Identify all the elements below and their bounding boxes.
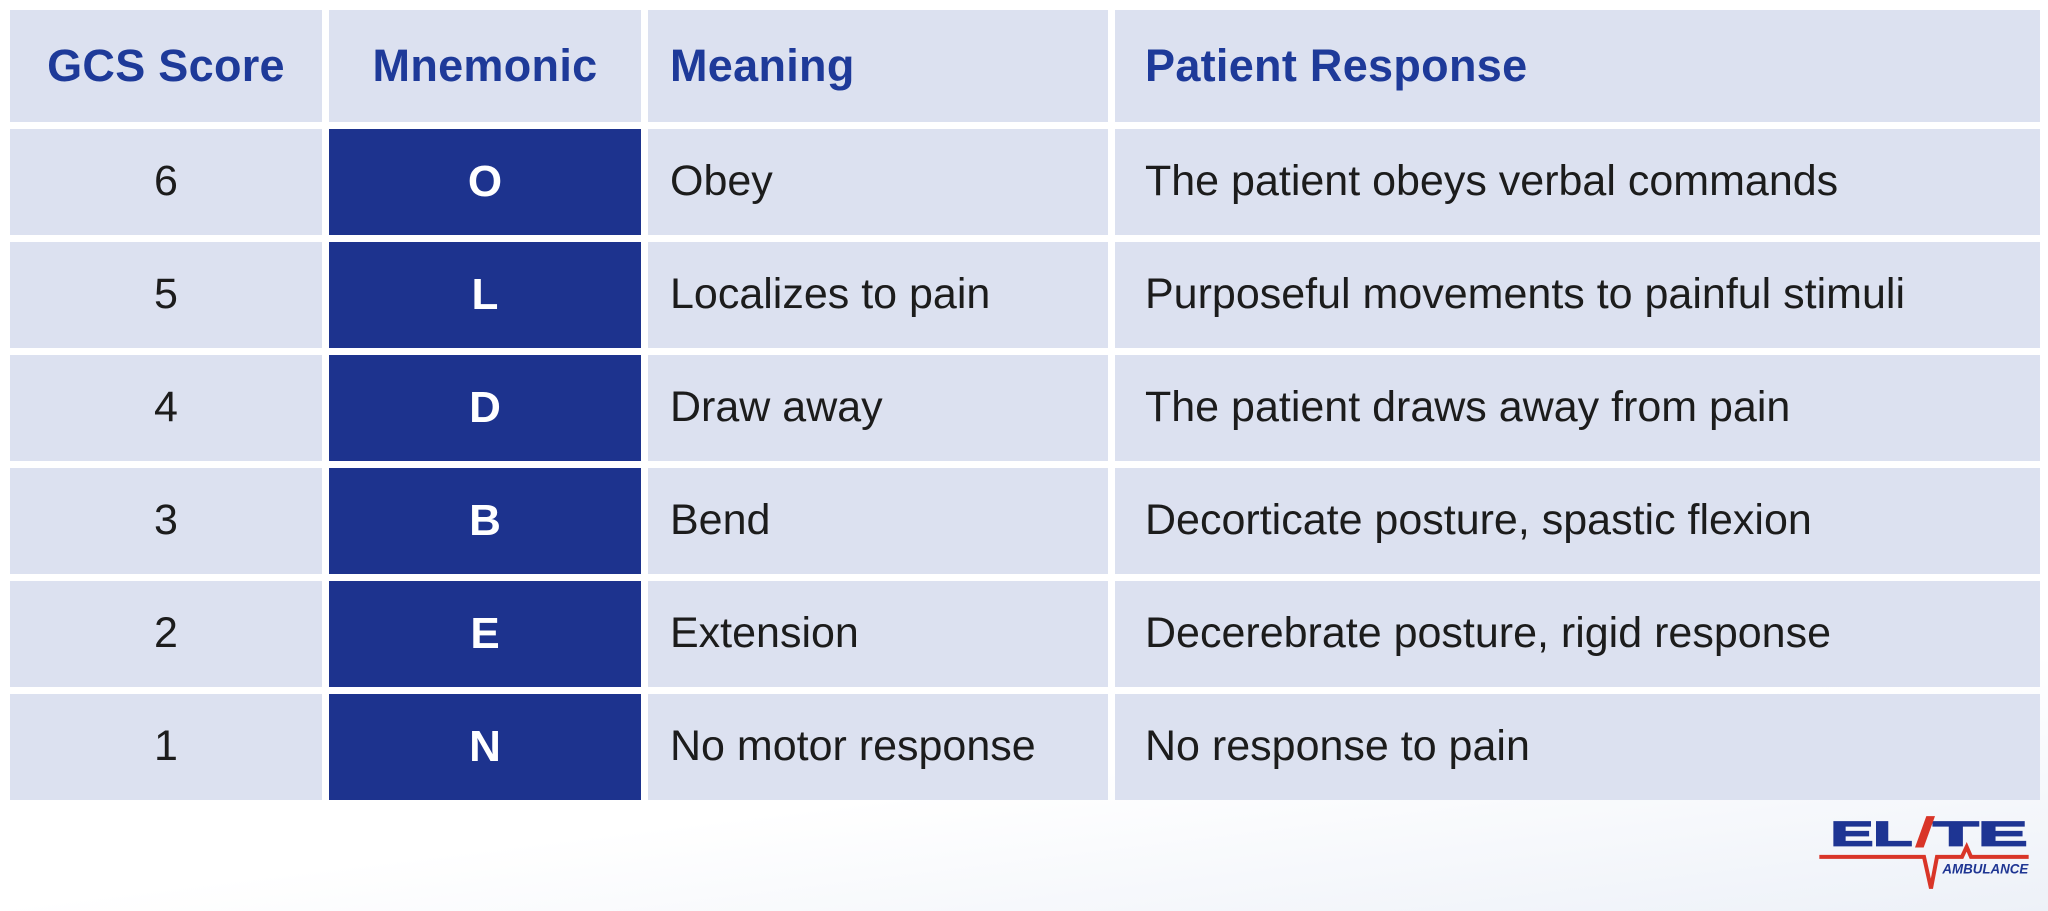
col-header-meaning: Meaning [648,10,1108,122]
elite-ambulance-logo-graphic: EL TE AMBULANCE [1819,815,2029,889]
cell-score: 1 [10,694,322,800]
cell-meaning: Extension [648,581,1108,687]
logo-word-right: TE [1933,816,2027,854]
logo-slash-i-icon [1915,816,1935,848]
cell-response: The patient draws away from pain [1115,355,2040,461]
cell-mnemonic: E [329,581,641,687]
cell-response: Decorticate posture, spastic flexion [1115,468,2040,574]
cell-score: 4 [10,355,322,461]
cell-meaning: Obey [648,129,1108,235]
gcs-motor-response-table: GCS Score Mnemonic Meaning Patient Respo… [10,10,2040,800]
cell-mnemonic: O [329,129,641,235]
cell-mnemonic: B [329,468,641,574]
elite-ambulance-logo: EL TE AMBULANCE [1814,806,2034,903]
cell-mnemonic: L [329,242,641,348]
cell-meaning: No motor response [648,694,1108,800]
cell-score: 5 [10,242,322,348]
col-header-patient-response: Patient Response [1115,10,2040,122]
cell-score: 2 [10,581,322,687]
cell-mnemonic: D [329,355,641,461]
cell-response: The patient obeys verbal commands [1115,129,2040,235]
cell-meaning: Draw away [648,355,1108,461]
cell-response: Decerebrate posture, rigid response [1115,581,2040,687]
cell-score: 6 [10,129,322,235]
cell-meaning: Localizes to pain [648,242,1108,348]
cell-response: No response to pain [1115,694,2040,800]
cell-meaning: Bend [648,468,1108,574]
col-header-gcs-score: GCS Score [10,10,322,122]
cell-response: Purposeful movements to painful stimuli [1115,242,2040,348]
cell-mnemonic: N [329,694,641,800]
cell-score: 3 [10,468,322,574]
ekg-heartbeat-line-icon [1819,841,2029,889]
logo-subtitle: AMBULANCE [1941,861,2029,877]
col-header-mnemonic: Mnemonic [329,10,641,122]
logo-word-left: EL [1831,816,1913,854]
